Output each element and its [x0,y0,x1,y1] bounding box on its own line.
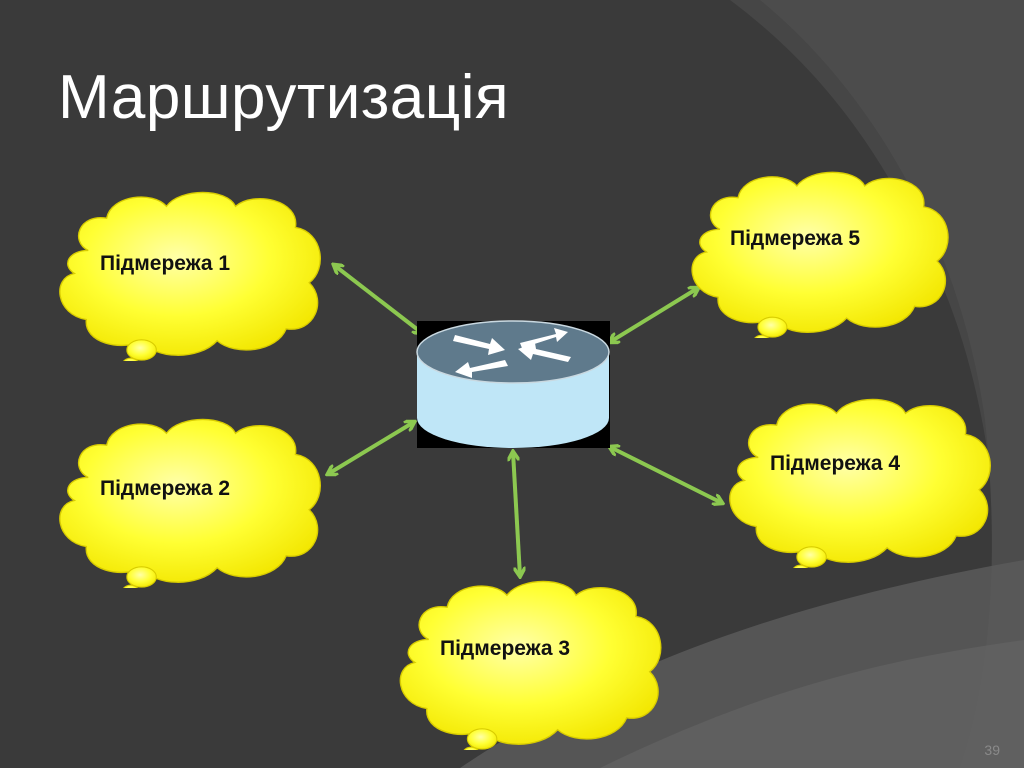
arrow-router-subnet3 [513,452,520,576]
subnet-cloud-3: Підмережа 3 [399,580,662,750]
subnet-label-4: Підмережа 4 [770,452,900,475]
arrow-router-subnet5 [610,288,698,342]
connection-arrows [328,265,722,576]
arrow-router-subnet4 [610,447,722,503]
subnet-cloud-5: Підмережа 5 [691,171,949,338]
subnet-label-2: Підмережа 2 [100,477,230,500]
slide-number: 39 [984,742,1000,758]
arrow-router-subnet1 [334,265,422,333]
subnet-cloud-1: Підмережа 1 [59,191,322,361]
slide-title: Маршрутизація [58,63,510,132]
subnet-label-3: Підмережа 3 [440,637,570,660]
subnet-label-5: Підмережа 5 [730,227,860,250]
arrow-router-subnet2 [328,422,414,474]
router-icon [416,320,610,448]
subnet-label-1: Підмережа 1 [100,252,230,275]
subnet-cloud-2: Підмережа 2 [59,418,322,588]
subnet-cloud-4: Підмережа 4 [729,398,992,568]
